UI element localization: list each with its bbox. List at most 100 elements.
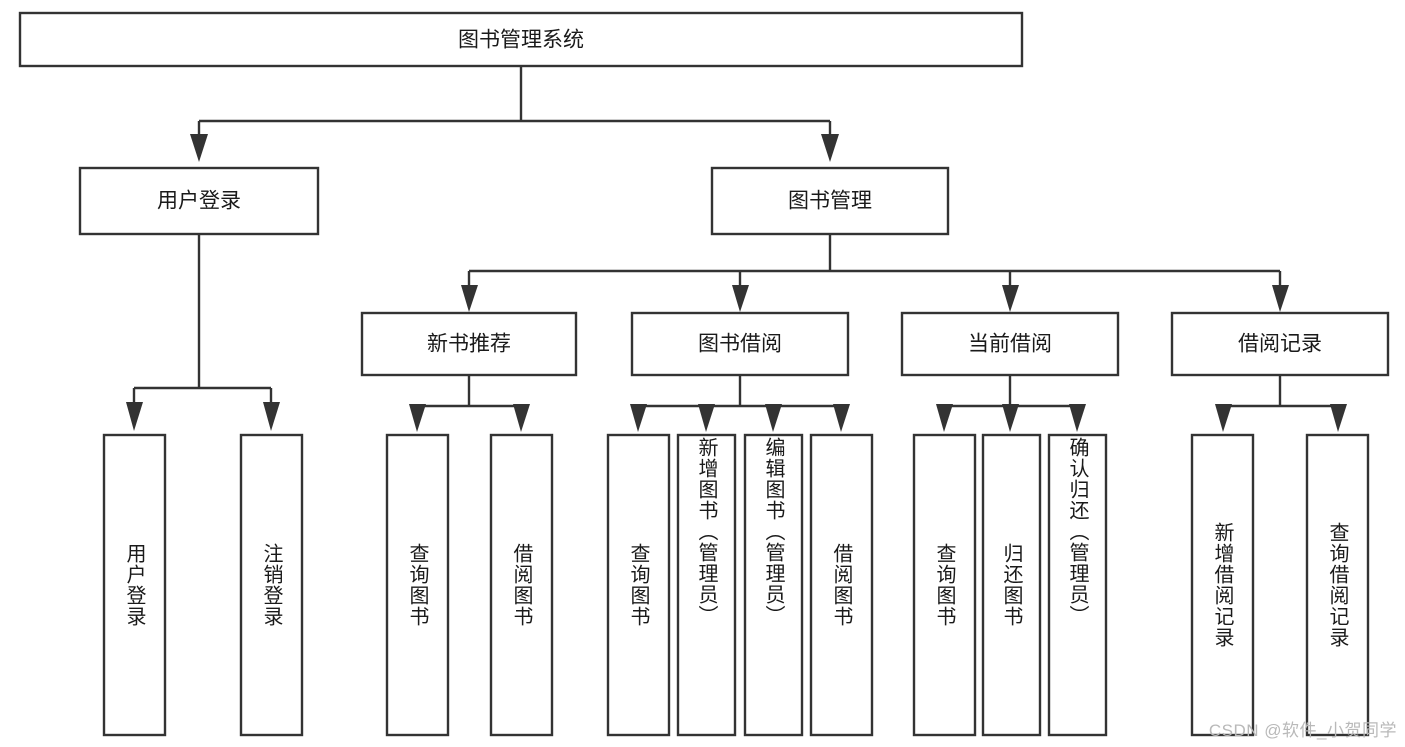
leaf-user-login-logout-box[interactable]	[239, 433, 304, 737]
node-new-book-recommend-label: 新书推荐	[427, 333, 511, 356]
arrowhead-bb-leaf4	[833, 404, 850, 432]
leaf-user-login-signin[interactable]	[102, 433, 167, 737]
leaf-cb-return-book-label-wrap: 归还图书	[983, 435, 1040, 735]
node-new-book-recommend-box[interactable]	[360, 311, 578, 377]
node-book-management-box[interactable]	[710, 166, 950, 236]
node-book-borrow-label: 图书借阅	[698, 333, 782, 356]
connector-group-book-borrow	[630, 375, 850, 432]
leaf-user-login-logout-label: 注销登录	[260, 543, 282, 627]
leaf-user-login-logout[interactable]	[239, 433, 304, 737]
connector-group-borrow-record	[1215, 375, 1347, 432]
leaf-bb-query-book-label-wrap: 查询图书	[608, 435, 669, 735]
leaf-bb-edit-book-label-wrap: 编辑图书（管理员）	[745, 437, 802, 733]
arrowhead-cb-leaf2	[1002, 404, 1019, 432]
leaf-bb-borrow-book[interactable]	[809, 433, 874, 737]
leaf-bb-add-book-label-wrap: 新增图书（管理员）	[678, 437, 735, 733]
node-root-system-label: 图书管理系统	[458, 29, 584, 52]
leaf-bb-borrow-book-label-wrap: 借阅图书	[811, 435, 872, 735]
leaf-cb-return-book[interactable]	[981, 433, 1042, 737]
leaf-br-query-record-label: 查询借阅记录	[1326, 522, 1348, 648]
leaf-cb-confirm-return-label: 确认归还（管理员）	[1066, 437, 1088, 626]
leaf-nbr-borrow-book-label-wrap: 借阅图书	[491, 435, 552, 735]
node-current-borrow-label: 当前借阅	[968, 333, 1052, 356]
leaf-nbr-query-book[interactable]	[385, 433, 450, 737]
connector-group-book-mgmt	[461, 234, 1289, 312]
node-user-login-label: 用户登录	[157, 190, 241, 213]
connector-group-user-login	[126, 234, 280, 431]
leaf-cb-query-book[interactable]	[912, 433, 977, 737]
leaf-bb-add-book[interactable]	[676, 433, 737, 737]
leaf-br-query-record-box[interactable]	[1305, 433, 1370, 737]
leaf-user-login-signin-label-wrap: 用户登录	[104, 435, 165, 735]
leaf-nbr-borrow-book-label: 借阅图书	[510, 543, 532, 627]
leaf-bb-edit-book[interactable]	[743, 433, 804, 737]
leaf-br-add-record-box[interactable]	[1190, 433, 1255, 737]
node-borrow-record-box[interactable]	[1170, 311, 1390, 377]
arrowhead-leaf-logout	[263, 402, 280, 431]
leaf-br-add-record-label-wrap: 新增借阅记录	[1192, 435, 1253, 735]
leaf-cb-query-book-label: 查询图书	[933, 543, 955, 627]
arrowhead-bb-leaf3	[765, 404, 782, 432]
node-root-system-box[interactable]	[18, 11, 1024, 68]
leaf-cb-confirm-return-label-wrap: 确认归还（管理员）	[1049, 437, 1106, 733]
leaf-user-login-signin-label: 用户登录	[123, 543, 145, 627]
leaf-nbr-borrow-book[interactable]	[489, 433, 554, 737]
leaf-nbr-query-book-label-wrap: 查询图书	[387, 435, 448, 735]
leaf-bb-add-book-box[interactable]	[676, 433, 737, 737]
arrowhead-br-leaf2	[1330, 404, 1347, 432]
arrowhead-current-borrow	[1002, 285, 1019, 312]
leaf-bb-query-book-box[interactable]	[606, 433, 671, 737]
node-borrow-record-label: 借阅记录	[1238, 333, 1322, 356]
node-current-borrow-box[interactable]	[900, 311, 1120, 377]
arrowhead-new-book-recommend	[461, 285, 478, 312]
arrowhead-nbr-leaf1	[409, 404, 426, 432]
leaf-bb-query-book-label: 查询图书	[627, 543, 649, 627]
arrowhead-book-mgmt	[821, 134, 839, 162]
leaf-bb-query-book[interactable]	[606, 433, 671, 737]
node-book-management-label: 图书管理	[788, 190, 872, 213]
leaf-nbr-query-book-label: 查询图书	[406, 543, 428, 627]
leaf-bb-borrow-book-label: 借阅图书	[830, 543, 852, 627]
node-borrow-record[interactable]: 借阅记录	[1170, 311, 1390, 377]
arrowhead-cb-leaf1	[936, 404, 953, 432]
leaf-user-login-signin-box[interactable]	[102, 433, 167, 737]
leaf-br-query-record[interactable]	[1305, 433, 1370, 737]
leaf-cb-return-book-label: 归还图书	[1000, 543, 1022, 627]
leaf-br-add-record[interactable]	[1190, 433, 1255, 737]
csdn-watermark: CSDN @软件_小贺同学	[1208, 721, 1397, 740]
leaf-cb-query-book-label-wrap: 查询图书	[914, 435, 975, 735]
leaf-cb-return-book-box[interactable]	[981, 433, 1042, 737]
arrowhead-cb-leaf3	[1069, 404, 1086, 432]
leaf-cb-query-book-box[interactable]	[912, 433, 977, 737]
leaf-bb-borrow-book-box[interactable]	[809, 433, 874, 737]
leaf-cb-confirm-return-box[interactable]	[1047, 433, 1108, 737]
leaf-nbr-borrow-book-box[interactable]	[489, 433, 554, 737]
arrowhead-book-borrow	[732, 285, 749, 312]
arrowhead-leaf-user-login	[126, 402, 143, 431]
arrowhead-br-leaf1	[1215, 404, 1232, 432]
node-user-login[interactable]: 用户登录	[78, 166, 320, 236]
arrowhead-bb-leaf2	[698, 404, 715, 432]
node-user-login-box[interactable]	[78, 166, 320, 236]
leaf-bb-edit-book-box[interactable]	[743, 433, 804, 737]
node-current-borrow[interactable]: 当前借阅	[900, 311, 1120, 377]
leaf-user-login-logout-label-wrap: 注销登录	[241, 435, 302, 735]
node-book-management[interactable]: 图书管理	[710, 166, 950, 236]
connector-group-root	[190, 66, 839, 162]
leaf-bb-add-book-label: 新增图书（管理员）	[695, 437, 717, 626]
leaf-br-query-record-label-wrap: 查询借阅记录	[1307, 435, 1368, 735]
arrowhead-bb-leaf1	[630, 404, 647, 432]
arrowhead-nbr-leaf2	[513, 404, 530, 432]
leaf-br-add-record-label: 新增借阅记录	[1211, 522, 1233, 648]
arrowhead-user-login	[190, 134, 208, 162]
node-book-borrow[interactable]: 图书借阅	[630, 311, 850, 377]
node-root-system[interactable]: 图书管理系统	[18, 11, 1024, 68]
leaf-bb-edit-book-label: 编辑图书（管理员）	[762, 437, 784, 626]
leaf-cb-confirm-return[interactable]	[1047, 433, 1108, 737]
node-new-book-recommend[interactable]: 新书推荐	[360, 311, 578, 377]
connector-group-current-borrow	[936, 375, 1086, 432]
leaf-nbr-query-book-box[interactable]	[385, 433, 450, 737]
node-book-borrow-box[interactable]	[630, 311, 850, 377]
